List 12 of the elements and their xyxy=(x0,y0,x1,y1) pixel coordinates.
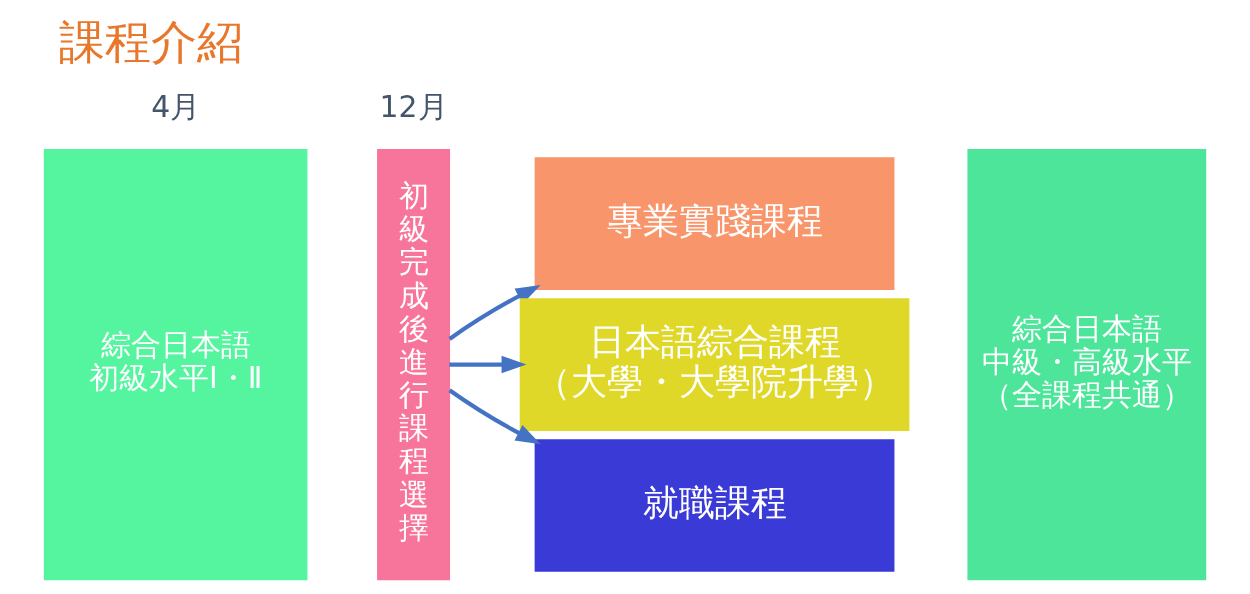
label: 12月 xyxy=(379,88,448,124)
node-box: 就職課程 xyxy=(534,439,895,572)
label: 4月 xyxy=(151,88,201,124)
node-box: 初級完成後進行課程選擇 xyxy=(377,149,451,581)
diagram-title: 課程介紹 xyxy=(58,15,243,70)
node-box: 日本語綜合課程 （大學・大學院升學） xyxy=(519,298,910,431)
arrow xyxy=(449,355,527,374)
node-box: 綜合日本語 初級水平Ⅰ・Ⅱ xyxy=(43,149,308,581)
node-box: 專業實踐課程 xyxy=(534,157,895,290)
arrow xyxy=(448,284,541,341)
arrow xyxy=(448,388,541,445)
node-box: 綜合日本語 中級・高級水平 （全課程共通） xyxy=(967,149,1207,581)
